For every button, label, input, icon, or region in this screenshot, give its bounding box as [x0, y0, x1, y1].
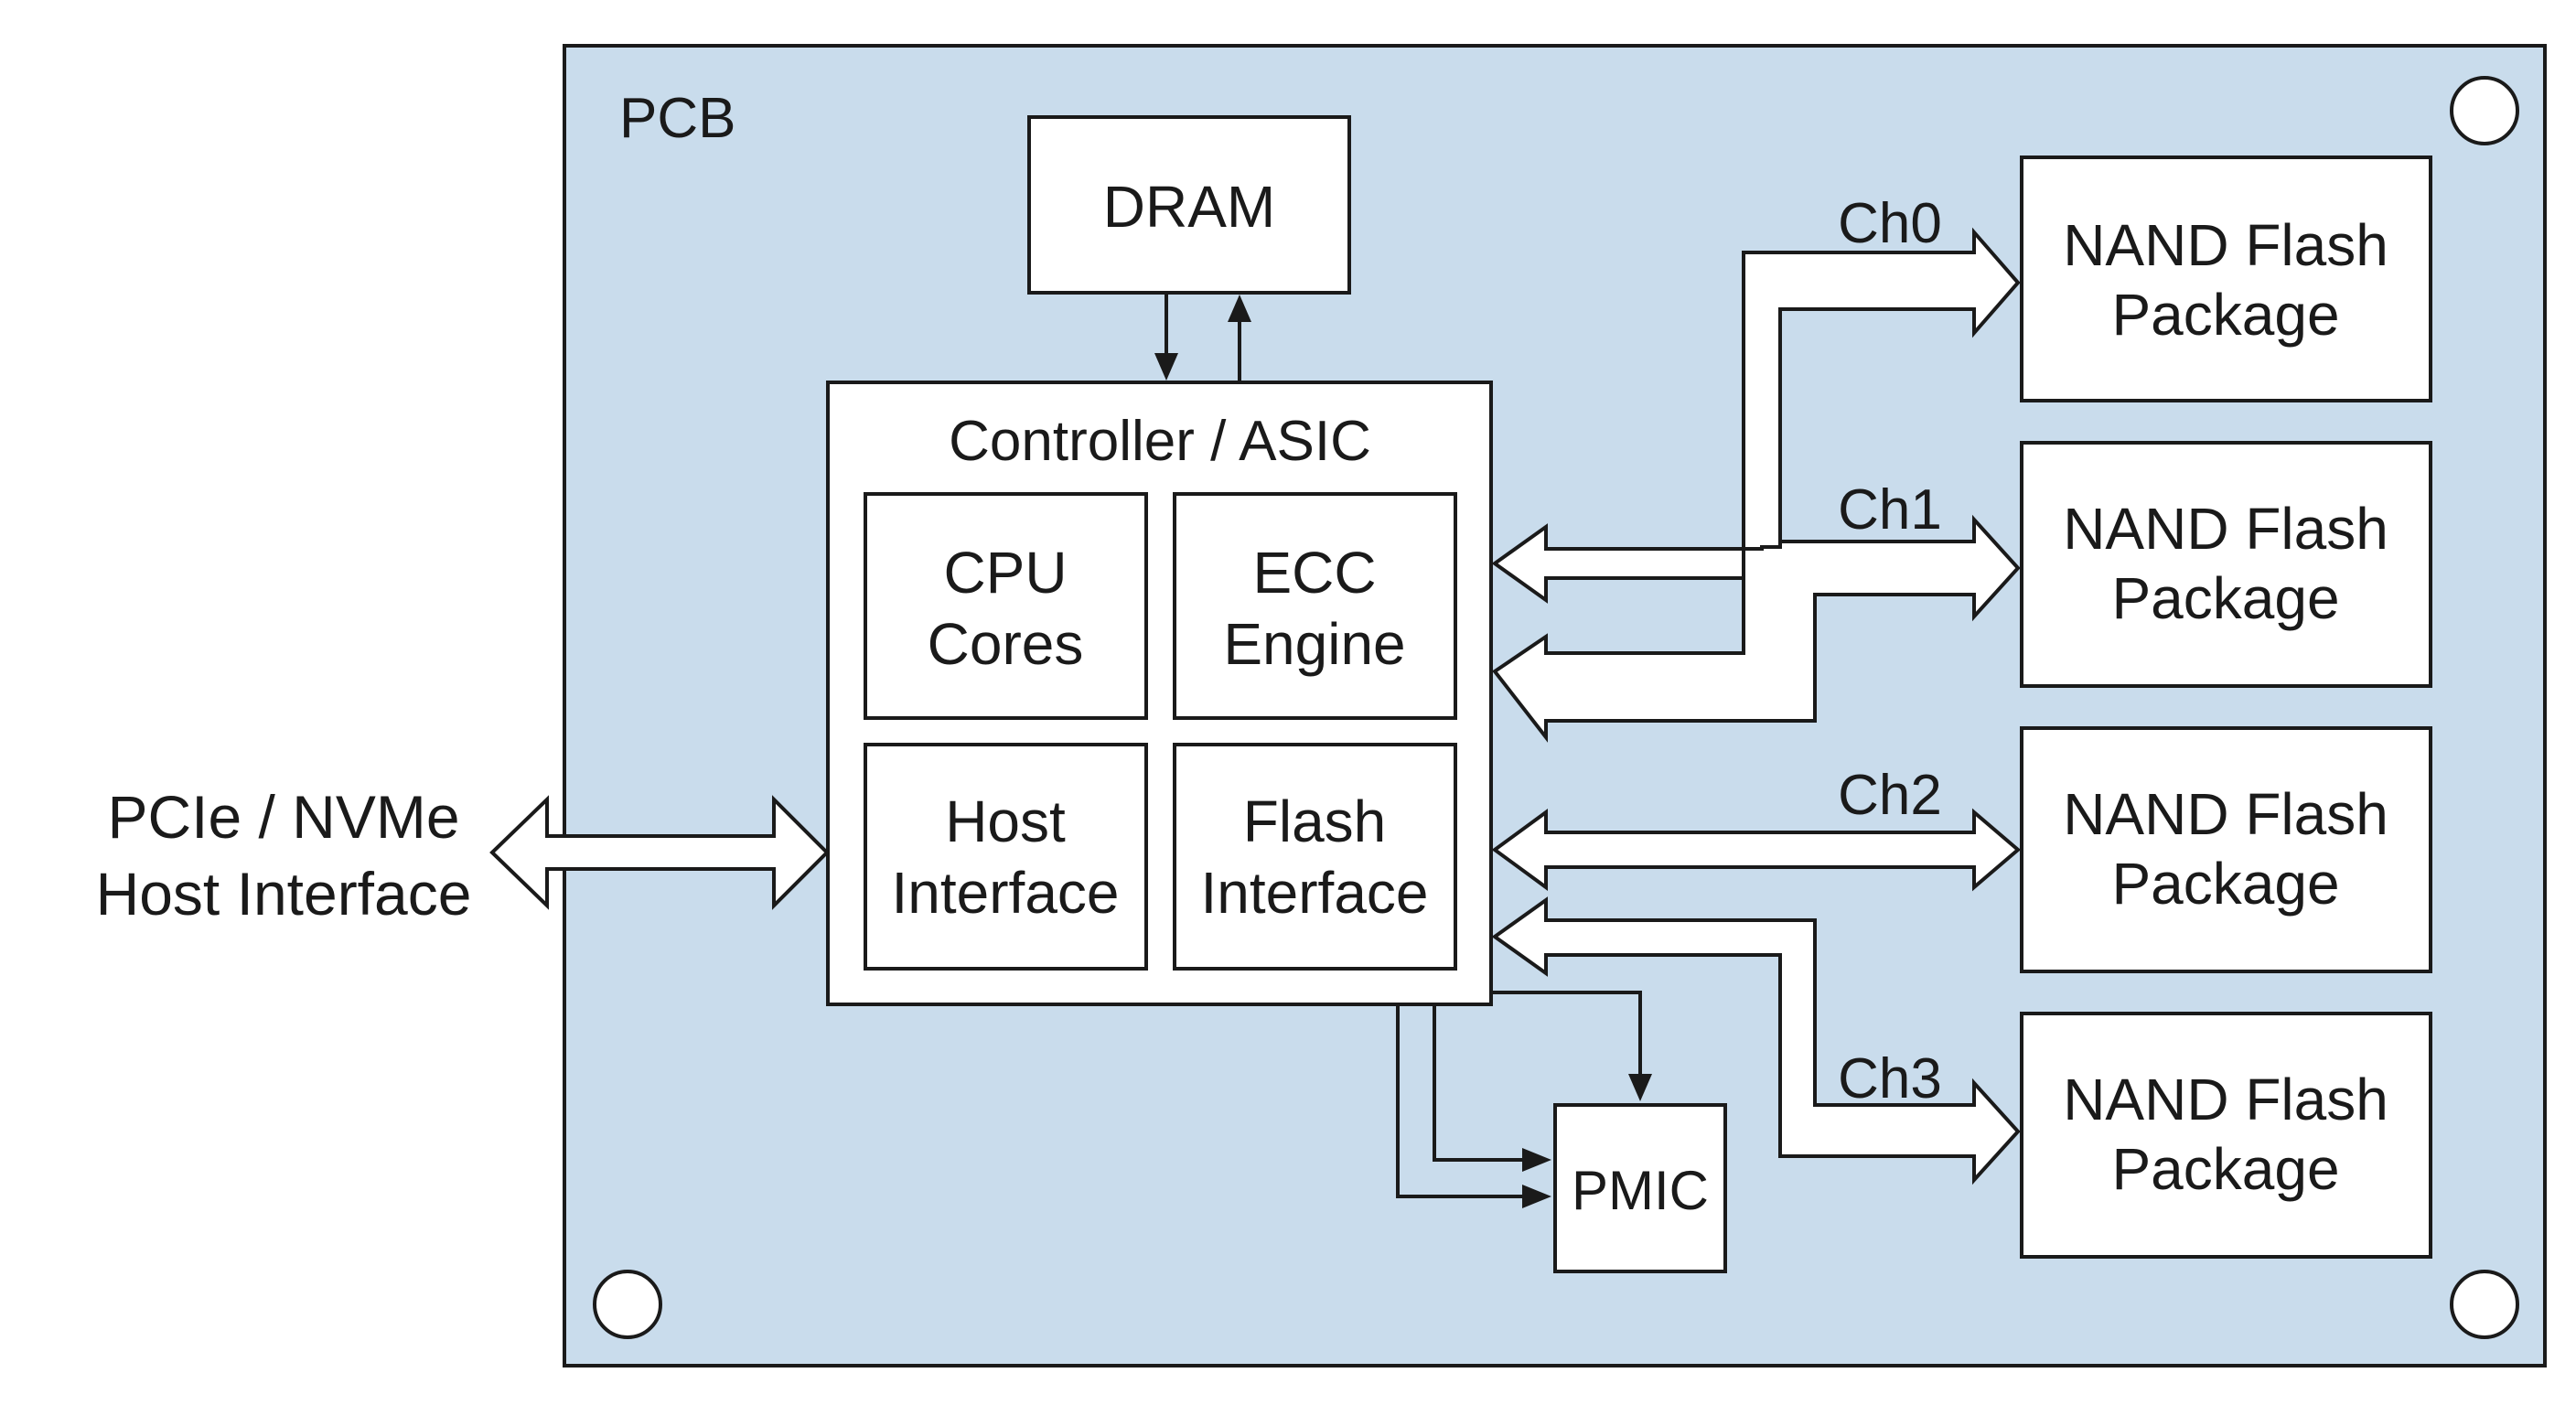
- flash-interface-label-line2: Interface: [1200, 860, 1428, 926]
- channel-0-bus: [1491, 227, 2021, 604]
- flash-interface-block: [1173, 743, 1457, 971]
- channel-2-label: Ch2: [1838, 764, 1942, 827]
- channel-3-label: Ch3: [1838, 1047, 1942, 1110]
- channel-1-bus: [1492, 514, 2021, 743]
- mounting-hole-top-right: [2450, 76, 2519, 145]
- pmic-label: PMIC: [1572, 1160, 1709, 1221]
- channel-1-label: Ch1: [1838, 478, 1942, 542]
- host-interface-block: [864, 743, 1148, 971]
- nand-package-0-label-line2: Package: [2111, 282, 2339, 348]
- nand-package-3-label: NAND Flash: [2063, 1067, 2388, 1132]
- host-interface-label: Host: [945, 788, 1066, 854]
- nand-package-3: [2020, 1012, 2432, 1259]
- channel-2-bus: [1491, 808, 2022, 892]
- nand-package-1: [2020, 441, 2432, 688]
- ecc-engine-label-line2: Engine: [1223, 611, 1405, 677]
- cpu-cores-block: [864, 492, 1148, 720]
- channel-3-bus: [1491, 896, 2021, 1185]
- pcb-label: PCB: [619, 87, 735, 150]
- nand-package-1-label: NAND Flash: [2063, 496, 2388, 562]
- pmic-wire-middle: [1433, 1004, 1524, 1162]
- nand-package-2: [2020, 726, 2432, 973]
- mounting-hole-bottom-left: [593, 1270, 662, 1339]
- mounting-hole-bottom-right: [2450, 1270, 2519, 1339]
- arrowhead-right-icon: [1522, 1185, 1551, 1208]
- controller-title: Controller / ASIC: [949, 410, 1371, 473]
- nand-package-2-label-line2: Package: [2111, 851, 2339, 917]
- nand-package-1-label-line2: Package: [2111, 565, 2339, 631]
- nand-package-0-label: NAND Flash: [2063, 212, 2388, 278]
- ecc-engine-label: ECC: [1252, 540, 1376, 606]
- cpu-cores-label-line2: Cores: [928, 611, 1084, 677]
- host-interface-label-line2: Interface: [891, 860, 1119, 926]
- host-bus-arrow: [489, 795, 830, 910]
- dram-label: DRAM: [1103, 174, 1275, 240]
- ecc-engine-block: [1173, 492, 1457, 720]
- nand-package-0: [2020, 156, 2432, 402]
- pmic-wire-top: [1491, 991, 1642, 1076]
- host-interface-text-line2: Host Interface: [96, 860, 472, 928]
- arrowhead-up-icon: [1228, 295, 1251, 322]
- pmic-box: [1553, 1103, 1727, 1273]
- cpu-cores-label: CPU: [943, 540, 1067, 606]
- host-interface-text: PCIe / NVMe: [107, 783, 459, 851]
- arrowhead-down-icon: [1154, 353, 1178, 381]
- nand-package-3-label-line2: Package: [2111, 1136, 2339, 1202]
- dram-box: [1027, 115, 1351, 295]
- arrowhead-down-icon: [1628, 1074, 1652, 1101]
- pmic-wire-bottom: [1396, 1004, 1524, 1198]
- flash-interface-label: Flash: [1243, 788, 1387, 854]
- nand-package-2-label: NAND Flash: [2063, 781, 2388, 847]
- channel-0-label: Ch0: [1838, 192, 1942, 255]
- arrowhead-right-icon: [1522, 1148, 1551, 1172]
